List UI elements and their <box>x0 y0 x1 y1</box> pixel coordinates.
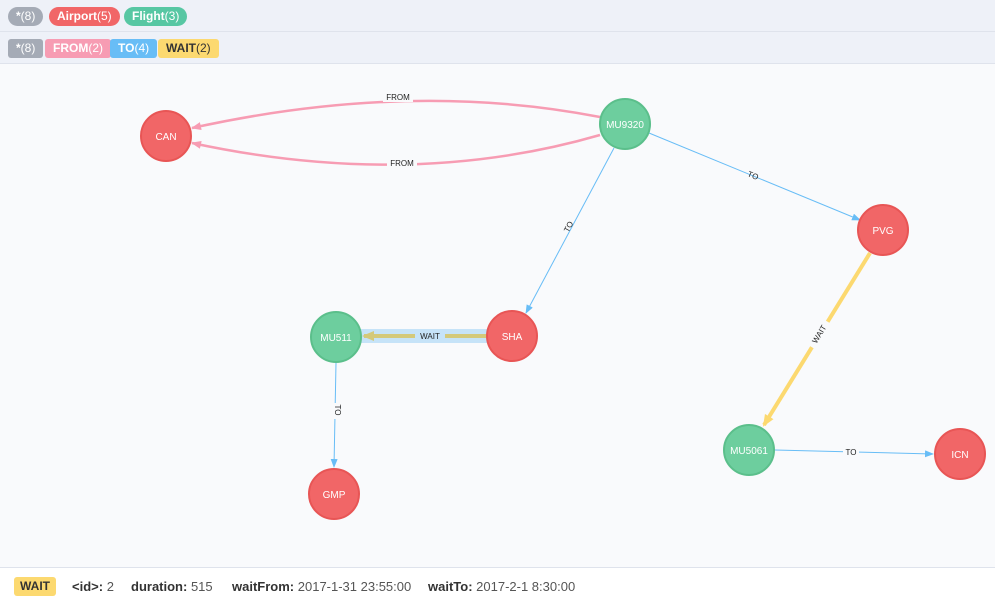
node-label-icn: ICN <box>951 450 968 461</box>
rel-legend-all[interactable]: *(8) <box>8 39 44 58</box>
edge-label-to-sha: TO <box>562 220 575 234</box>
edge-from-upper[interactable]: FROM <box>191 91 601 130</box>
edge-label-to-pvg: TO <box>746 169 760 182</box>
node-label-sha: SHA <box>502 332 523 343</box>
edge-label-to-icn: TO <box>846 448 857 457</box>
node-label-mu511: MU511 <box>320 333 352 344</box>
node-mu5061[interactable]: MU5061 <box>723 424 775 476</box>
edge-label-from-lower: FROM <box>390 159 414 168</box>
node-mu9320[interactable]: MU9320 <box>599 98 651 150</box>
node-legend-all[interactable]: *(8) <box>8 7 44 26</box>
node-icn[interactable]: ICN <box>934 428 986 480</box>
selected-type-badge[interactable]: WAIT <box>14 577 56 596</box>
prop-waitto: waitTo: 2017-2-1 8:30:00 <box>428 579 576 594</box>
edge-label-wait-pvg: WAIT <box>810 323 828 345</box>
relationship-type-bar: *(8) FROM(2) TO(4) WAIT(2) <box>0 32 995 64</box>
edge-label-from-upper: FROM <box>386 93 410 102</box>
node-label-bar: *(8) Airport(5) Flight(3) <box>0 0 995 32</box>
graph-canvas[interactable]: FROM FROM TO TO WAIT WAIT TO TO <box>0 65 995 567</box>
node-sha[interactable]: SHA <box>486 310 538 362</box>
edge-wait-sha-mu511[interactable]: WAIT <box>360 329 490 343</box>
node-label-mu9320: MU9320 <box>606 120 644 131</box>
node-gmp[interactable]: GMP <box>308 468 360 520</box>
node-legend-flight[interactable]: Flight(3) <box>124 7 188 26</box>
rel-legend-from[interactable]: FROM(2) <box>45 39 111 58</box>
edge-label-wait-selected: WAIT <box>420 332 440 341</box>
prop-waitfrom: waitFrom: 2017-1-31 23:55:00 <box>232 579 412 594</box>
node-pvg[interactable]: PVG <box>857 204 909 256</box>
edge-to-mu5061-icn[interactable]: TO <box>774 446 934 458</box>
edge-to-mu511-gmp[interactable]: TO <box>329 362 342 468</box>
node-mu511[interactable]: MU511 <box>310 311 362 363</box>
node-label-mu5061: MU5061 <box>730 446 768 457</box>
edge-from-lower[interactable]: FROM <box>191 133 601 169</box>
node-legend-airport[interactable]: Airport(5) <box>49 7 120 26</box>
rel-legend-wait[interactable]: WAIT(2) <box>158 39 219 58</box>
rel-legend-to[interactable]: TO(4) <box>110 39 158 58</box>
node-label-gmp: GMP <box>323 490 346 501</box>
prop-id: <id>: 2 <box>72 579 114 594</box>
edge-label-to-gmp: TO <box>333 405 342 416</box>
edge-to-mu9320-pvg[interactable]: TO <box>648 132 861 221</box>
prop-duration: duration: 515 <box>131 579 213 594</box>
edge-wait-pvg-mu5061[interactable]: WAIT <box>762 251 872 427</box>
node-label-can: CAN <box>155 132 176 143</box>
edge-to-mu9320-sha[interactable]: TO <box>525 147 615 314</box>
inspector-footer: WAIT <id>: 2 duration: 515 waitFrom: 201… <box>0 567 995 602</box>
node-label-pvg: PVG <box>872 226 893 237</box>
node-can[interactable]: CAN <box>140 110 192 162</box>
